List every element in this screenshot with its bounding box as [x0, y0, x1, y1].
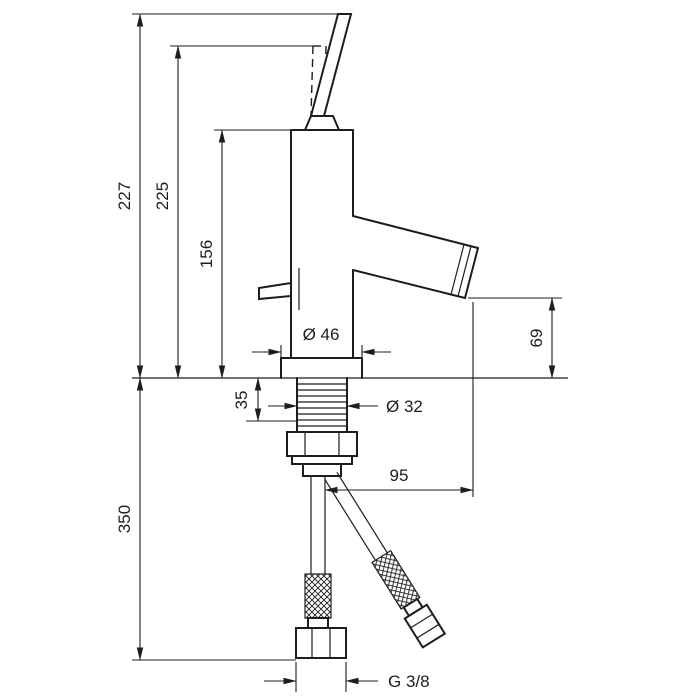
supply-hose-diagonal — [324, 471, 447, 649]
handle-neck — [303, 115, 341, 131]
dim-label-spout-height: 69 — [527, 329, 546, 348]
spout — [352, 215, 479, 299]
dimension-lines — [132, 13, 562, 692]
dim-label-total-height: 225 — [153, 182, 172, 210]
base-escutcheon — [280, 357, 363, 379]
dim-label-hose-length: 350 — [115, 505, 134, 533]
faucet-body — [290, 129, 354, 359]
dim-label-base-diameter: Ø 46 — [303, 325, 340, 344]
washer — [291, 455, 353, 465]
hose-braid-section — [371, 549, 421, 610]
threaded-shank — [296, 377, 348, 433]
mounting-nut — [286, 431, 358, 457]
faucet-product — [132, 13, 568, 659]
dim-label-thread: G 3/8 — [388, 672, 430, 691]
hose-connection-nut — [295, 627, 347, 659]
dim-label-mounting-hole: Ø 32 — [386, 397, 423, 416]
hose-connection-nut-diagonal — [403, 603, 447, 649]
hose-adapter — [302, 463, 342, 477]
handle-lever — [309, 13, 353, 117]
supply-hose-vertical — [295, 476, 347, 659]
hose-braid-section — [304, 573, 332, 619]
dim-label-total-height-max: 227 — [115, 182, 134, 210]
dim-label-spout-reach: 95 — [390, 466, 409, 485]
dim-label-body-height: 156 — [197, 240, 216, 268]
drain-lever — [258, 281, 292, 301]
dimension-labels: 227 225 156 35 69 350 Ø 46 Ø 32 95 G 3/8 — [115, 182, 546, 691]
dim-label-mounting-thickness: 35 — [232, 391, 251, 410]
